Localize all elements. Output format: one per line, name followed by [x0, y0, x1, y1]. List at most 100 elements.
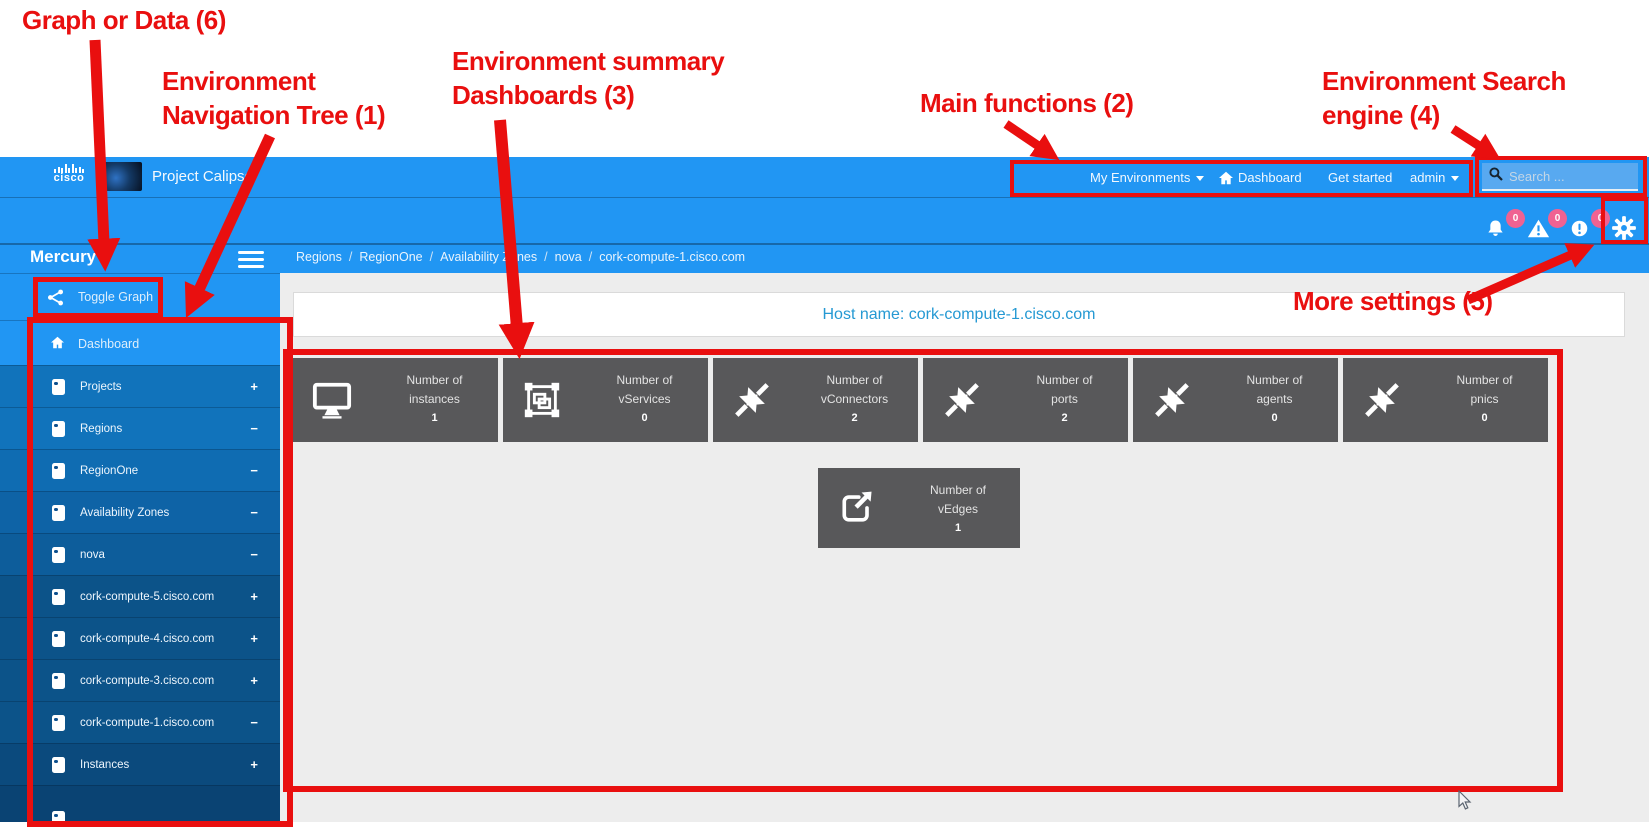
tile-line2: agents — [1256, 392, 1293, 406]
expander-toggle[interactable]: − — [250, 715, 258, 730]
annotation-summary-dashboards: Environment summary Dashboards (3) — [452, 44, 725, 112]
expander-toggle[interactable]: + — [250, 631, 258, 646]
sidebar-item-label: cork-compute-3.cisco.com — [80, 675, 215, 687]
warning-triangle-icon[interactable] — [1526, 216, 1551, 246]
expander-toggle[interactable]: − — [250, 463, 258, 478]
sidebar-item-label: Regions — [80, 423, 123, 435]
search-input[interactable] — [1509, 168, 1627, 184]
sidebar-item-instances[interactable]: Instances + — [0, 743, 280, 785]
tile-line2: vEdges — [937, 502, 979, 516]
sidebar-item-partial[interactable] — [0, 785, 280, 822]
compress-icon — [713, 358, 791, 442]
breadcrumb-regionone[interactable]: RegionOne — [359, 250, 423, 264]
menu-dashboard[interactable]: Dashboard — [1218, 166, 1302, 190]
expander-toggle[interactable]: − — [250, 505, 258, 520]
summary-tile-agents[interactable]: Number of agents 0 — [1133, 358, 1338, 442]
summary-tile-ports[interactable]: Number of ports 2 — [923, 358, 1128, 442]
tile-line2: pnics — [1470, 392, 1499, 406]
tile-line2: instances — [409, 392, 460, 406]
annotation-line: Dashboards (3) — [452, 80, 635, 110]
summary-tile-vconnectors[interactable]: Number of vConnectors 2 — [713, 358, 918, 442]
host-name-title: Host name: cork-compute-1.cisco.com — [822, 306, 1096, 323]
breadcrumb-separator: / — [588, 250, 593, 264]
environment-title: Mercury — [30, 247, 97, 266]
sidebar-item-cork-compute-4[interactable]: cork-compute-4.cisco.com + — [0, 617, 280, 659]
breadcrumb-host[interactable]: cork-compute-1.cisco.com — [599, 250, 746, 264]
object-group-icon — [503, 358, 581, 442]
tile-line1: Number of — [826, 373, 883, 387]
annotation-line: engine (4) — [1322, 100, 1440, 130]
sidebar-item-label: Instances — [80, 759, 130, 771]
breadcrumb-regions[interactable]: Regions — [296, 250, 342, 264]
tree-node-icon — [52, 421, 65, 437]
compress-icon — [1343, 358, 1421, 442]
tile-count: 2 — [851, 412, 858, 424]
chevron-down-icon — [1451, 176, 1460, 182]
tree-node-icon — [52, 547, 65, 563]
sidebar-item-regionone[interactable]: RegionOne − — [0, 449, 280, 491]
summary-tile-vedges[interactable]: Number of vEdges 1 — [818, 468, 1020, 548]
tile-count: 1 — [431, 412, 438, 424]
sidebar-item-cork-compute-1[interactable]: cork-compute-1.cisco.com − — [0, 701, 280, 743]
arrow-main-functions — [1003, 120, 1060, 161]
menu-get-started[interactable]: Get started — [1328, 166, 1392, 190]
warning-badge: 0 — [1548, 209, 1567, 228]
breadcrumb-availability-zones[interactable]: Availability Zones — [440, 250, 538, 264]
annotation-line: Environment Search — [1322, 66, 1566, 96]
expander-toggle[interactable]: − — [250, 421, 258, 436]
breadcrumb-separator: / — [348, 250, 353, 264]
sidebar-item-cork-compute-5[interactable]: cork-compute-5.cisco.com + — [0, 575, 280, 617]
expander-toggle[interactable]: + — [250, 673, 258, 688]
tile-count: 0 — [1271, 412, 1278, 424]
tile-line2: vConnectors — [820, 392, 889, 406]
tile-line1: Number of — [1246, 373, 1303, 387]
environment-search — [1482, 163, 1638, 191]
sidebar-item-label: Projects — [80, 381, 122, 393]
sidebar-item-regions[interactable]: Regions − — [0, 407, 280, 449]
breadcrumb-separator: / — [544, 250, 548, 264]
tree-node-icon — [52, 715, 65, 731]
toggle-graph-button[interactable]: Toggle Graph — [0, 273, 280, 320]
menu-dashboard-label: Dashboard — [1238, 170, 1302, 185]
chevron-down-icon — [1196, 176, 1205, 182]
expander-toggle[interactable]: + — [250, 379, 258, 394]
share-graph-icon — [46, 288, 65, 312]
expander-toggle[interactable]: + — [250, 589, 258, 604]
exclamation-circle-icon[interactable] — [1568, 217, 1591, 245]
hamburger-menu-icon[interactable] — [238, 251, 264, 272]
breadcrumb: Regions / RegionOne / Availability Zones / nov… — [296, 250, 745, 264]
calipso-logo-image — [100, 162, 142, 191]
alert-badge: 0 — [1591, 209, 1610, 228]
tile-line1: Number of — [1456, 373, 1513, 387]
tree-node-icon — [52, 463, 65, 479]
notification-bar — [0, 197, 1649, 243]
tree-node-icon — [52, 757, 65, 773]
app-title: Project Calipso — [152, 168, 253, 185]
sidebar-item-cork-compute-3[interactable]: cork-compute-3.cisco.com + — [0, 659, 280, 701]
toggle-graph-label: Toggle Graph — [78, 290, 154, 304]
bell-icon[interactable] — [1484, 217, 1507, 245]
breadcrumb-nova[interactable]: nova — [554, 250, 582, 264]
breadcrumb-separator: / — [429, 250, 434, 264]
tile-line2: vServices — [618, 392, 671, 406]
menu-my-environments[interactable]: My Environments — [1090, 166, 1205, 190]
sidebar-item-dashboard[interactable]: Dashboard — [0, 320, 280, 365]
sidebar-item-projects[interactable]: Projects + — [0, 365, 280, 407]
menu-admin[interactable]: admin — [1410, 166, 1460, 190]
tree-node-icon — [52, 589, 65, 605]
menu-admin-label: admin — [1410, 170, 1446, 185]
summary-tile-instances[interactable]: Number of instances 1 — [293, 358, 498, 442]
cisco-logo: cisco — [44, 163, 94, 184]
annotation-search-engine: Environment Search engine (4) — [1322, 64, 1566, 132]
sidebar-item-label: cork-compute-1.cisco.com — [80, 717, 215, 729]
summary-tile-pnics[interactable]: Number of pnics 0 — [1343, 358, 1548, 442]
sidebar-item-label: nova — [80, 549, 105, 561]
summary-tile-vservices[interactable]: Number of vServices 0 — [503, 358, 708, 442]
tile-count: 1 — [954, 522, 962, 534]
gear-icon[interactable] — [1610, 214, 1638, 247]
sidebar-item-nova[interactable]: nova − — [0, 533, 280, 575]
sidebar-item-availability-zones[interactable]: Availability Zones − — [0, 491, 280, 533]
expander-toggle[interactable]: + — [250, 757, 258, 772]
expander-toggle[interactable]: − — [250, 547, 258, 562]
